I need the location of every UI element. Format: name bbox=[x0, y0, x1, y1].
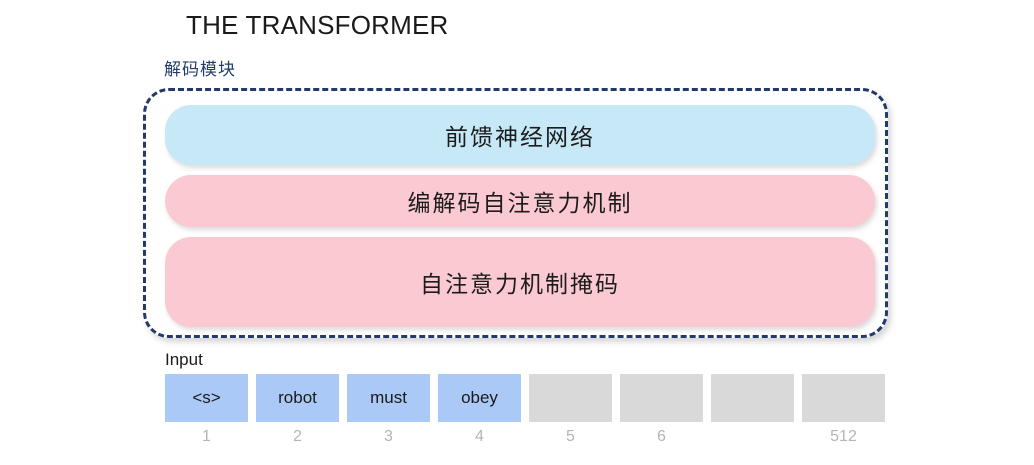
input-token-cell bbox=[620, 374, 703, 422]
input-index-label: 1 bbox=[202, 428, 211, 445]
input-index-label: 3 bbox=[384, 428, 393, 445]
input-index-label: 2 bbox=[293, 428, 302, 445]
input-token-cell: must bbox=[347, 374, 430, 422]
input-index-label: 6 bbox=[657, 428, 666, 445]
decoder-module-label: 解码模块 bbox=[164, 60, 236, 80]
input-token-cell bbox=[711, 374, 794, 422]
input-token-cell: obey bbox=[438, 374, 521, 422]
input-token-row: <s> robot must obey bbox=[165, 374, 885, 422]
input-token-cell: <s> bbox=[165, 374, 248, 422]
input-label: Input bbox=[165, 350, 203, 369]
input-index-label bbox=[711, 428, 794, 452]
page-title: THE TRANSFORMER bbox=[186, 10, 449, 40]
input-index-label: 4 bbox=[475, 428, 484, 445]
sublayer-feed-forward-network: 前馈神经网络 bbox=[165, 105, 875, 165]
input-index-label: 512 bbox=[830, 428, 857, 445]
input-index-label: 5 bbox=[566, 428, 575, 445]
input-token-cell bbox=[802, 374, 885, 422]
input-index-row: 1 2 3 4 5 6 512 bbox=[165, 428, 885, 452]
sublayer-encoder-decoder-attention: 编解码自注意力机制 bbox=[165, 175, 875, 227]
input-token-cell: robot bbox=[256, 374, 339, 422]
sublayer-masked-self-attention: 自注意力机制掩码 bbox=[165, 237, 875, 327]
input-token-cell bbox=[529, 374, 612, 422]
